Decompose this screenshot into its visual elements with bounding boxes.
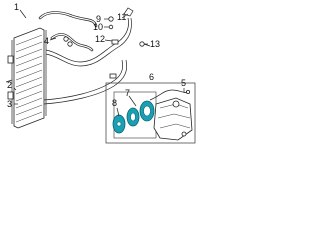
callout-10: 10 xyxy=(93,22,103,32)
callout-6: 6 xyxy=(149,72,154,82)
clutch-wire[interactable] xyxy=(149,89,189,101)
clutch-assembly-icon[interactable] xyxy=(112,100,155,134)
compressor-assembly-box xyxy=(105,82,196,144)
callout-12: 12 xyxy=(95,34,105,44)
callout-4: 4 xyxy=(44,36,49,46)
callout-1: 1 xyxy=(14,2,19,12)
callout-7: 7 xyxy=(125,88,130,98)
callout-8: 8 xyxy=(112,98,117,108)
leader-lines xyxy=(13,9,185,117)
callout-5: 5 xyxy=(181,78,186,88)
callout-9: 9 xyxy=(96,14,101,24)
compressor-icon[interactable] xyxy=(153,97,193,141)
parts-diagram: 1 2 3 4 5 6 7 8 9 10 11 12 13 xyxy=(5,2,196,144)
condenser-icon[interactable] xyxy=(5,27,47,129)
refrigerant-hose-icon[interactable] xyxy=(38,11,151,105)
callout-3: 3 xyxy=(7,99,12,109)
callout-13: 13 xyxy=(150,39,160,49)
callout-2: 2 xyxy=(7,80,12,90)
callout-11: 11 xyxy=(117,12,126,22)
